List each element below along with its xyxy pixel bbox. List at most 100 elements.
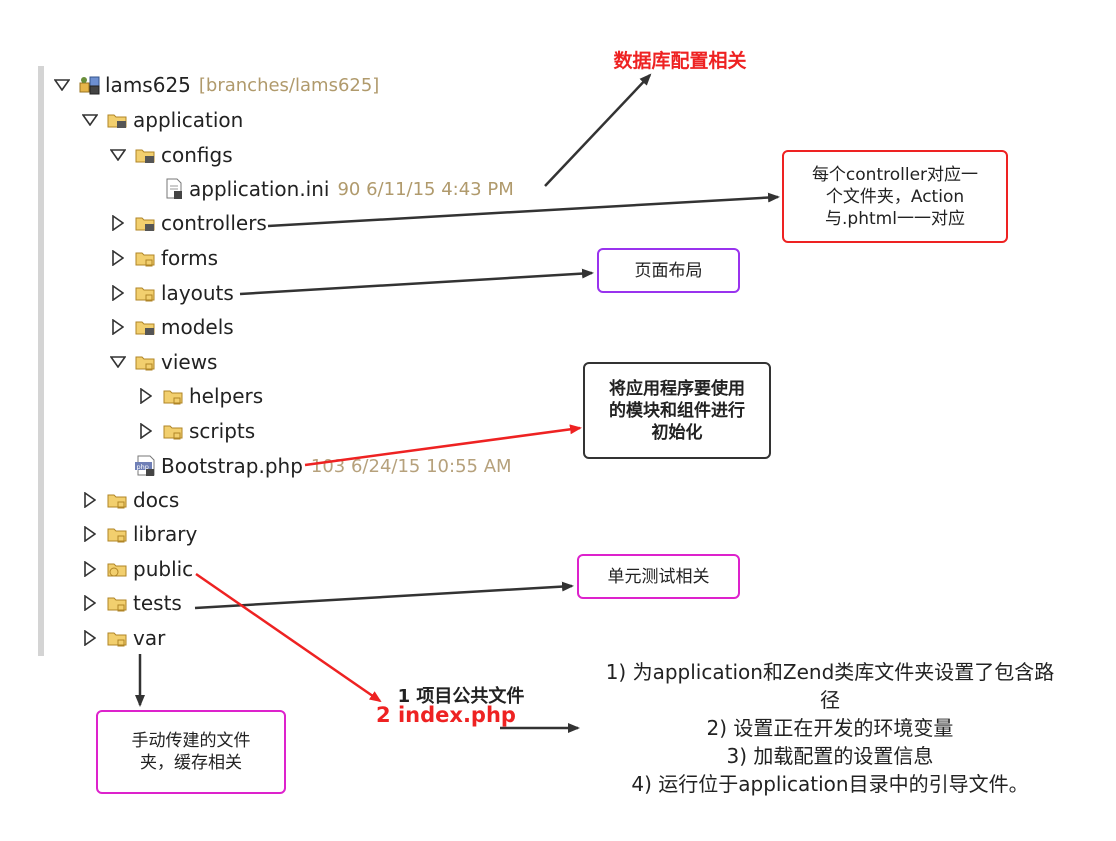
tree-row-var[interactable]: var: [80, 623, 165, 653]
folder-icon: [134, 212, 158, 234]
editor-gutter: [38, 66, 44, 656]
project-icon: [78, 74, 102, 96]
collapsed-triangle-icon[interactable]: [80, 559, 100, 579]
collapsed-triangle-icon[interactable]: [136, 421, 156, 441]
tree-row-scripts[interactable]: scripts: [136, 416, 255, 446]
collapsed-triangle-icon[interactable]: [80, 628, 100, 648]
bootstrap-note-line-1: 将应用程序要使用: [609, 378, 745, 399]
tree-row-application-ini[interactable]: application.ini 90 6/11/15 4:43 PM: [162, 174, 514, 204]
layout-note-text: 页面布局: [634, 260, 703, 281]
tree-row-configs[interactable]: configs: [108, 140, 233, 170]
test-note-text: 单元测试相关: [607, 566, 710, 587]
tree-row-models[interactable]: models: [108, 312, 234, 342]
svg-text:php: php: [137, 463, 149, 471]
folder-icon: [106, 489, 130, 511]
var-note: 手动传建的文件 夹，缓存相关: [96, 710, 286, 794]
arrow-ini-to-db: [544, 73, 652, 187]
file-meta: 103 6/24/15 10:55 AM: [310, 455, 512, 477]
index-step-3: 3) 加载配置的设置信息: [726, 744, 934, 768]
folder-label: controllers: [161, 211, 267, 235]
collapsed-triangle-icon[interactable]: [108, 317, 128, 337]
tree-row-bootstrap[interactable]: php Bootstrap.php 103 6/24/15 10:55 AM: [134, 451, 512, 481]
folder-label: var: [133, 626, 166, 650]
folder-icon: [106, 109, 130, 131]
folder-label: layouts: [161, 281, 234, 305]
tree-row-forms[interactable]: forms: [108, 243, 218, 273]
index-step-2: 2) 设置正在开发的环境变量: [706, 716, 954, 740]
folder-label: models: [161, 315, 234, 339]
collapsed-triangle-icon[interactable]: [80, 490, 100, 510]
tree-row-docs[interactable]: docs: [80, 485, 179, 515]
test-note: 单元测试相关: [577, 554, 740, 599]
public-note-line-2: 2 index.php: [376, 703, 516, 727]
bootstrap-note-line-2: 的模块和组件进行: [609, 400, 745, 421]
folder-icon: [162, 420, 186, 442]
public-note-line-1: 1 项目公共文件: [397, 686, 525, 707]
file-label: application.ini: [189, 177, 330, 201]
folder-label: tests: [133, 591, 182, 615]
tree-row-root[interactable]: lams625 [branches/lams625]: [52, 70, 379, 100]
expanded-triangle-icon[interactable]: [108, 352, 128, 372]
controller-note-line-1: 每个controller对应一: [811, 164, 979, 185]
folder-icon: [162, 385, 186, 407]
project-label: lams625: [105, 73, 191, 97]
tree-row-controllers[interactable]: controllers: [108, 208, 267, 238]
file-icon: [162, 178, 186, 200]
expanded-triangle-icon[interactable]: [108, 145, 128, 165]
folder-icon: [134, 144, 158, 166]
bootstrap-note: 将应用程序要使用 的模块和组件进行 初始化: [583, 362, 771, 459]
var-note-line-1: 手动传建的文件: [131, 731, 251, 751]
controller-note: 每个controller对应一 个文件夹，Action 与.phtml一一对应: [782, 150, 1008, 243]
collapsed-triangle-icon[interactable]: [136, 386, 156, 406]
arrow-public: [195, 572, 382, 703]
expanded-triangle-icon[interactable]: [80, 110, 100, 130]
var-note-line-2: 夹，缓存相关: [140, 753, 242, 773]
index-step-1-cont: 径: [820, 688, 840, 712]
tree-row-public[interactable]: public: [80, 554, 193, 584]
collapsed-triangle-icon[interactable]: [108, 213, 128, 233]
arrow-controllers: [267, 192, 780, 228]
tree-row-helpers[interactable]: helpers: [136, 381, 263, 411]
tree-row-library[interactable]: library: [80, 519, 197, 549]
folder-label: docs: [133, 488, 180, 512]
index-step-4: 4) 运行位于application目录中的引导文件。: [631, 772, 1029, 796]
folder-icon: [134, 282, 158, 304]
folder-icon: [134, 316, 158, 338]
index-step-1: 1) 为application和Zend类库文件夹设置了包含路: [605, 660, 1055, 684]
folder-icon: [134, 351, 158, 373]
tree-row-layouts[interactable]: layouts: [108, 278, 234, 308]
folder-label: application: [133, 108, 244, 132]
folder-label: configs: [161, 143, 233, 167]
folder-icon: [106, 627, 130, 649]
project-branch: [branches/lams625]: [198, 74, 380, 96]
folder-label: helpers: [189, 384, 264, 408]
collapsed-triangle-icon[interactable]: [80, 524, 100, 544]
collapsed-triangle-icon[interactable]: [108, 283, 128, 303]
folder-icon: [106, 523, 130, 545]
index-steps: 1) 为application和Zend类库文件夹设置了包含路 径 2) 设置正…: [574, 658, 1086, 798]
folder-label: forms: [161, 246, 219, 270]
tree-row-tests[interactable]: tests: [80, 588, 182, 618]
bootstrap-note-line-3: 初始化: [651, 422, 703, 443]
folder-label: library: [133, 522, 198, 546]
tree-row-application[interactable]: application: [80, 105, 243, 135]
expanded-triangle-icon[interactable]: [52, 75, 72, 95]
layout-note: 页面布局: [597, 248, 740, 293]
folder-label: views: [161, 350, 218, 374]
php-file-icon: php: [134, 455, 158, 477]
folder-icon: [106, 592, 130, 614]
collapsed-triangle-icon[interactable]: [80, 593, 100, 613]
controller-note-line-2: 个文件夹，Action: [825, 186, 965, 207]
collapsed-triangle-icon[interactable]: [108, 248, 128, 268]
folder-icon: [134, 247, 158, 269]
arrow-bootstrap: [304, 424, 582, 467]
folder-label: scripts: [189, 419, 256, 443]
file-meta: 90 6/11/15 4:43 PM: [337, 178, 514, 200]
folder-label: public: [133, 557, 194, 581]
arrow-layouts: [239, 268, 594, 296]
tree-row-views[interactable]: views: [108, 347, 217, 377]
controller-note-line-3: 与.phtml一一对应: [825, 208, 965, 229]
arrow-tests: [194, 581, 574, 610]
db-config-note: 数据库配置相关: [613, 50, 747, 72]
